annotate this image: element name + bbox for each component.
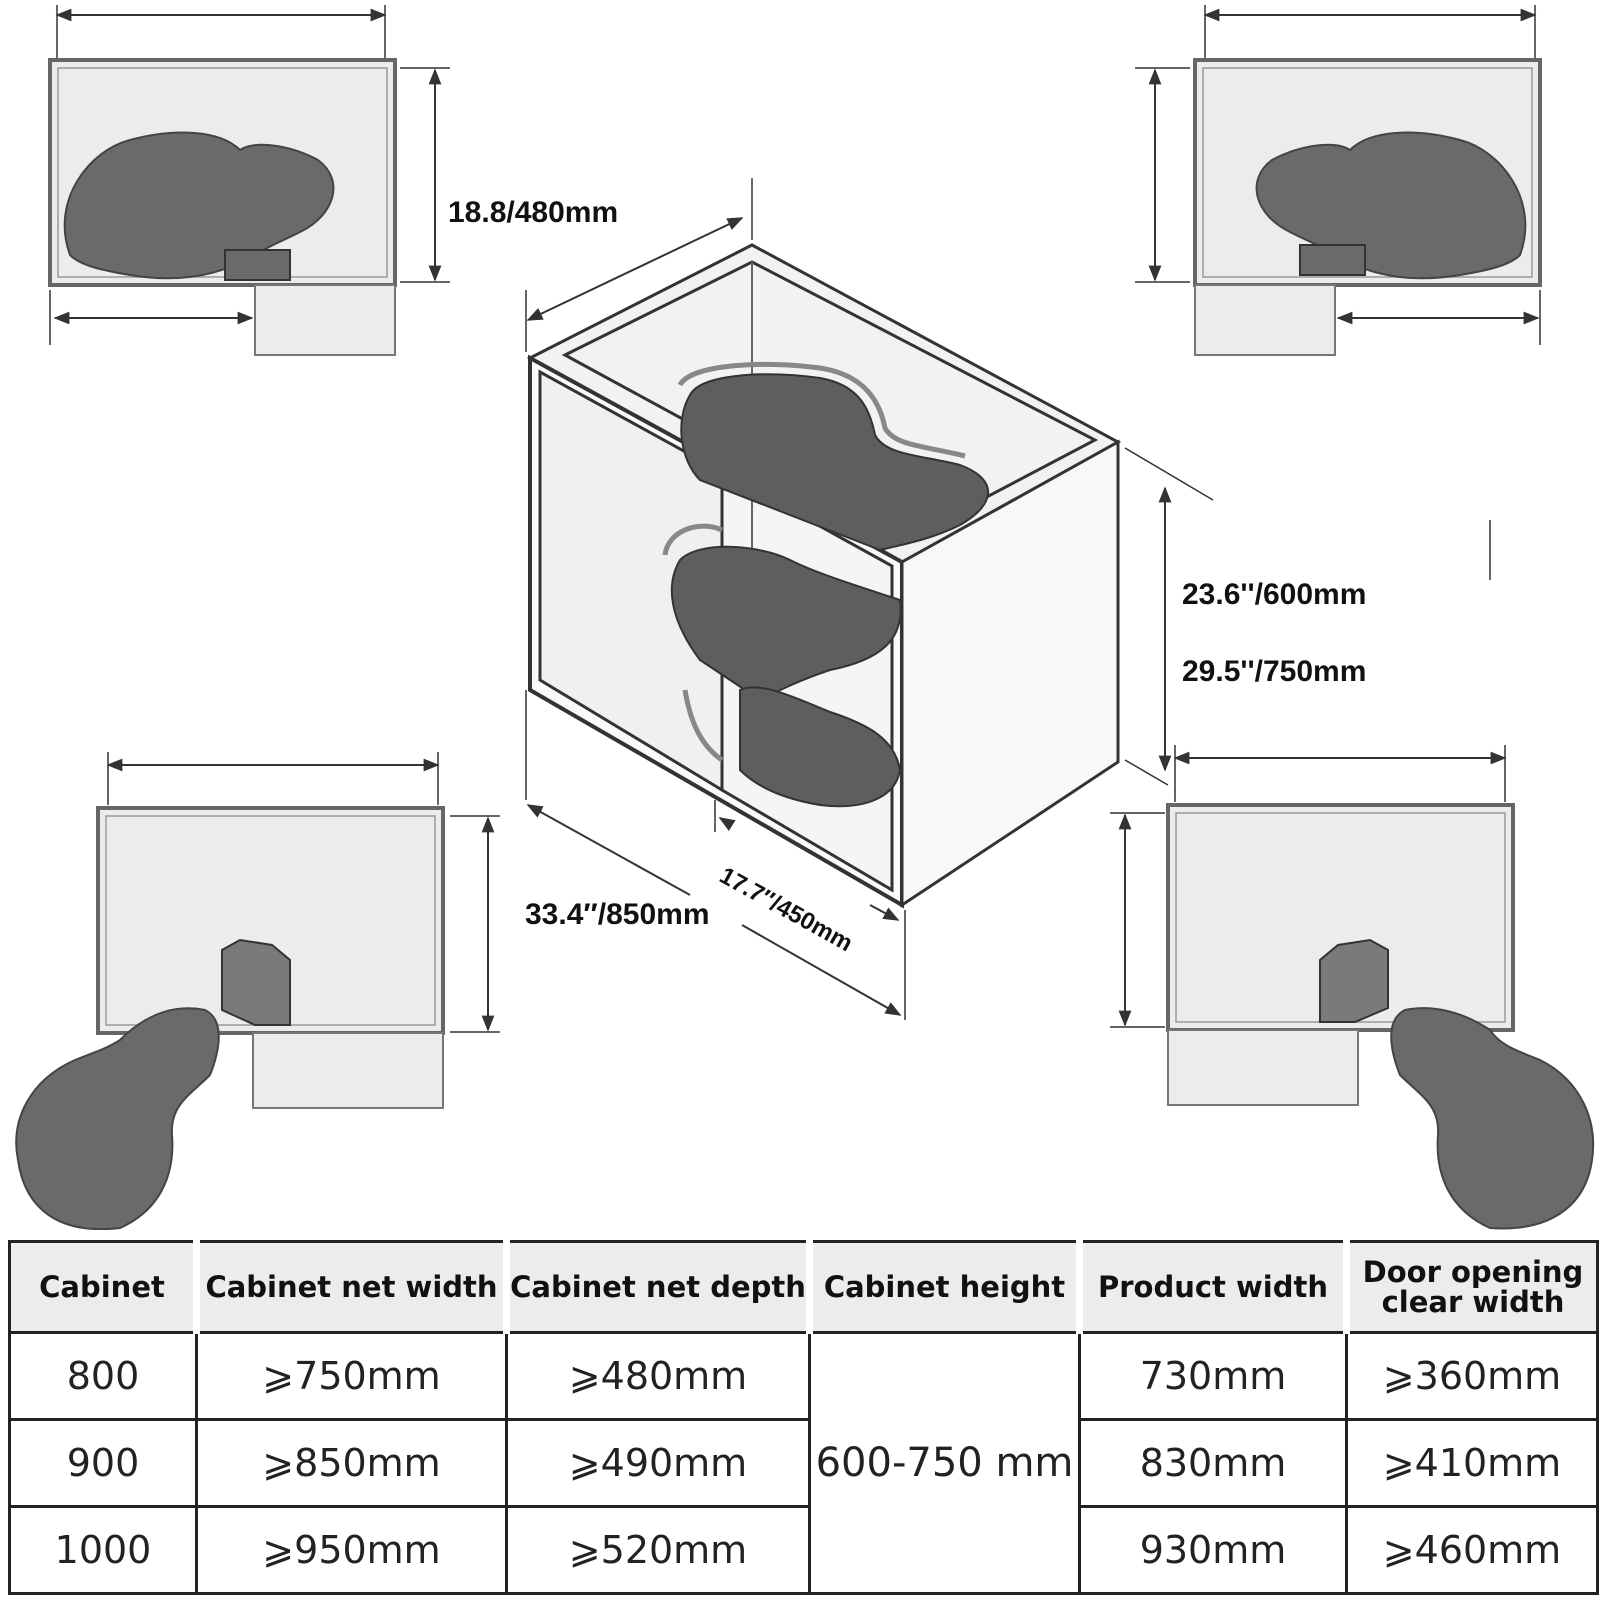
product-width-cell: 730mm [1078, 1331, 1348, 1421]
net-width-cell: ⩾850mm [195, 1418, 508, 1508]
header-net-width: Cabinet net width [193, 1240, 507, 1334]
header-net-depth: Cabinet net depth [503, 1240, 810, 1334]
door-width-cell: ⩾410mm [1345, 1418, 1599, 1508]
isometric-cabinet [525, 178, 1491, 1020]
tray-shape [1390, 1007, 1595, 1230]
cabinet-cell: 1000 [8, 1505, 198, 1595]
cabinet-diagram [15, 5, 1595, 1230]
depth-dimension-label: 18.8/480mm [448, 196, 619, 229]
net-width-cell: ⩾950mm [195, 1505, 508, 1595]
header-cabinet-height: Cabinet height [806, 1240, 1080, 1334]
spec-table: Cabinet Cabinet net width Cabinet net de… [8, 1240, 1599, 1595]
width-dimension-label: 33.4″/850mm [525, 898, 710, 931]
net-depth-cell: ⩾490mm [505, 1418, 811, 1508]
plan-view-bottom-right [1110, 745, 1595, 1230]
door-width-cell: ⩾460mm [1345, 1505, 1599, 1595]
plan-view-top-left [48, 5, 450, 356]
table-row: 900 ⩾850mm ⩾490mm 830mm ⩾410mm [8, 1418, 1599, 1508]
cabinet-cell: 800 [8, 1331, 198, 1421]
door-width-cell: ⩾360mm [1345, 1331, 1599, 1421]
product-width-cell: 930mm [1078, 1505, 1348, 1595]
table-header-row: Cabinet Cabinet net width Cabinet net de… [8, 1240, 1599, 1334]
table-row: 800 ⩾750mm ⩾480mm 600-750 mm 730mm ⩾360m… [8, 1331, 1599, 1595]
tray-shape [63, 131, 335, 280]
tray-shape [15, 1007, 220, 1230]
height-dimension-label-600: 23.6''/600mm [1182, 578, 1367, 611]
cabinet-cell: 900 [8, 1418, 198, 1508]
product-width-cell: 830mm [1078, 1418, 1348, 1508]
plan-view-top-right [1135, 5, 1542, 356]
cabinet-height-cell: 600-750 mm [808, 1331, 1081, 1595]
table-row: 1000 ⩾950mm ⩾520mm 930mm ⩾460mm [8, 1505, 1599, 1595]
plan-view-bottom-left [15, 752, 500, 1230]
height-dimension-label-750: 29.5''/750mm [1182, 655, 1367, 688]
header-product-width: Product width [1076, 1240, 1347, 1334]
net-depth-cell: ⩾480mm [505, 1331, 811, 1421]
net-width-cell: ⩾750mm [195, 1331, 508, 1421]
tray-shape [1255, 131, 1527, 280]
header-cabinet: Cabinet [8, 1240, 197, 1334]
header-door-opening: Door opening clear width [1343, 1240, 1599, 1334]
net-depth-cell: ⩾520mm [505, 1505, 811, 1595]
